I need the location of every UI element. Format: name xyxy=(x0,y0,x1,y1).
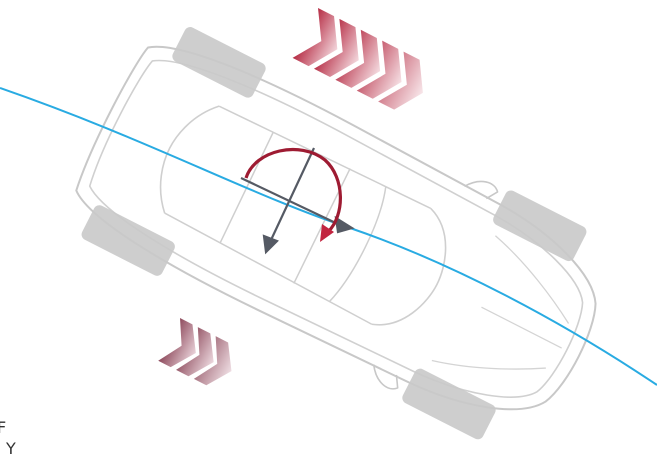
corner-label-top: F xyxy=(0,418,7,437)
mirror-left xyxy=(464,180,499,200)
chevron-force-arrow-icon xyxy=(158,318,232,386)
curved-rotation-arrow-icon xyxy=(244,147,342,242)
rear-window xyxy=(159,105,220,214)
mirror-right xyxy=(372,364,399,390)
wheel-front-left xyxy=(493,190,587,262)
windshield xyxy=(371,207,447,326)
car-inner-outline xyxy=(88,59,584,398)
double-axis-arrow-icon xyxy=(240,147,355,255)
car-body xyxy=(75,27,597,440)
cabin-roof xyxy=(164,105,432,325)
chevron-force-arrow-icon xyxy=(292,8,423,110)
wheel-rear-right xyxy=(81,205,175,276)
car-outer-outline xyxy=(75,45,597,411)
wheel-front-right xyxy=(402,368,496,440)
hood-lines xyxy=(431,235,570,370)
corner-label-bottom: Y xyxy=(6,439,16,458)
wheel-rear-left xyxy=(172,27,266,98)
